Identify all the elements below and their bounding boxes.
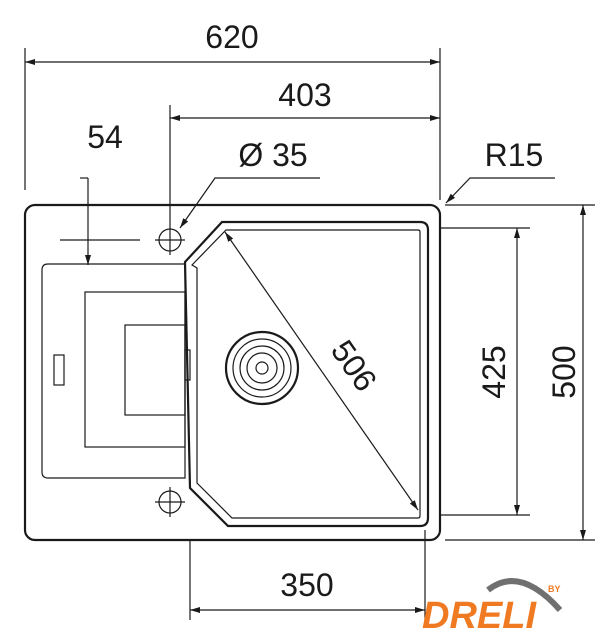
dimension-lines xyxy=(25,59,586,613)
extension-lines xyxy=(24,48,595,620)
drain-icon xyxy=(224,330,300,406)
tap-hole-icon xyxy=(155,487,185,517)
dim-425: 425 xyxy=(476,345,512,398)
svg-text:BY: BY xyxy=(548,584,561,594)
dreli-logo: DRELI BY xyxy=(422,578,563,637)
bowl-outline xyxy=(183,220,430,528)
dim-620: 620 xyxy=(205,19,258,55)
dim-radius: R15 xyxy=(485,137,544,173)
svg-text:DRELI: DRELI xyxy=(422,595,537,637)
tap-hole-icon xyxy=(155,225,185,255)
dim-350: 350 xyxy=(280,567,333,603)
drainer-area xyxy=(41,263,186,479)
dim-54: 54 xyxy=(87,119,123,155)
dim-403: 403 xyxy=(278,77,331,113)
dim-tap-hole: Ø 35 xyxy=(238,137,307,173)
dim-500: 500 xyxy=(546,345,582,398)
